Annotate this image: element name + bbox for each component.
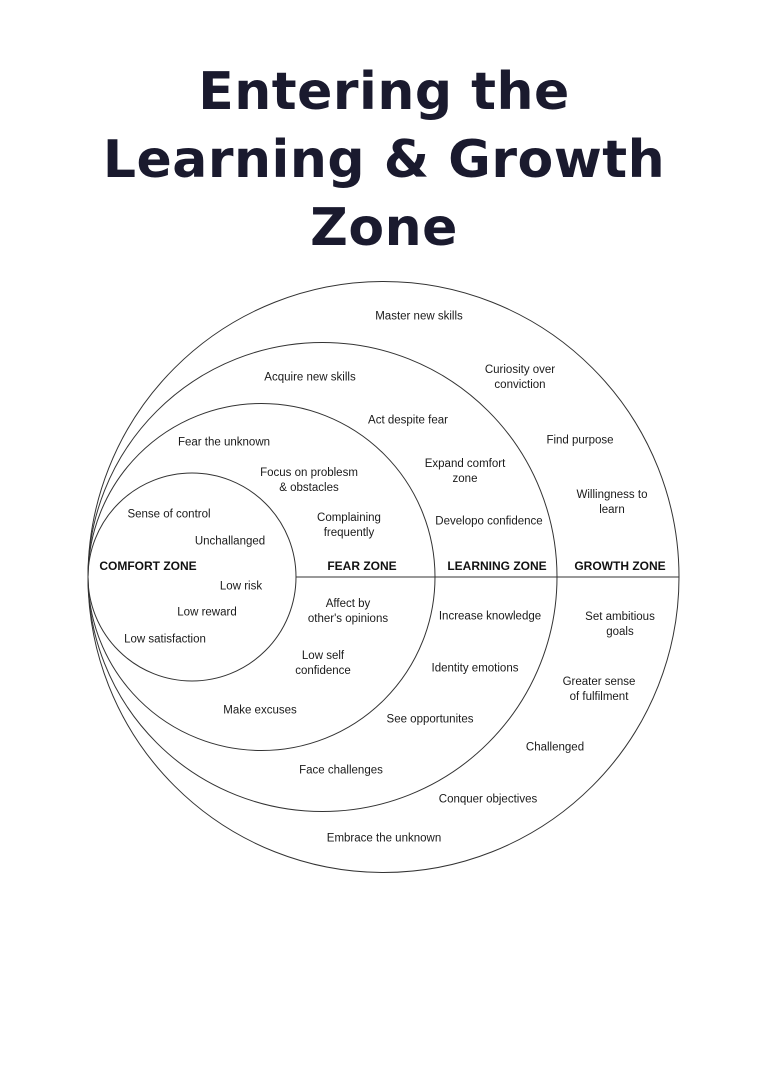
page-title: Entering the Learning & Growth Zone <box>0 58 768 262</box>
fear-item: Low self confidence <box>295 650 351 677</box>
fear-item: Complaining frequently <box>317 512 381 539</box>
comfort-item: Sense of control <box>127 508 211 521</box>
learning-item: Developo confidence <box>435 515 543 528</box>
comfort-item: Unchallanged <box>194 535 266 548</box>
comfort-item: Low reward <box>177 606 237 619</box>
growth-item: Curiosity over conviction <box>484 364 556 391</box>
growth-item: Find purpose <box>546 434 614 447</box>
learning-item: Acquire new skills <box>264 371 356 384</box>
growth-item: Greater sense of fulfilment <box>562 676 636 703</box>
title-line-2: Learning & Growth <box>102 130 666 190</box>
fear-item: Affect by other's opinions <box>307 598 389 625</box>
title-line-1: Entering the <box>198 62 570 122</box>
comfort-zone-circle <box>87 472 297 682</box>
fear-item: Focus on problesm & obstacles <box>260 467 358 494</box>
fear-item: Make excuses <box>223 704 297 717</box>
comfort-item: Low satisfaction <box>124 633 206 646</box>
growth-item: Master new skills <box>375 310 463 323</box>
fear-item: Fear the unknown <box>177 436 271 449</box>
learning-zone-label: LEARNING ZONE <box>447 559 547 573</box>
learning-item: See opportunites <box>386 713 474 726</box>
growth-item: Set ambitious goals <box>585 611 655 638</box>
learning-item: Act despite fear <box>368 414 448 427</box>
comfort-zone-label: COMFORT ZONE <box>99 559 197 573</box>
growth-item: Embrace the unknown <box>326 832 442 845</box>
fear-zone-label: FEAR ZONE <box>327 559 397 573</box>
comfort-item: Low risk <box>219 580 263 593</box>
learning-item: Expand comfort zone <box>424 458 506 485</box>
learning-item: Face challenges <box>299 764 383 777</box>
growth-item: Willingness to learn <box>576 489 648 516</box>
growth-zone-label: GROWTH ZONE <box>574 559 666 573</box>
growth-item: Conquer objectives <box>438 793 538 806</box>
growth-item: Challenged <box>525 741 585 754</box>
learning-item: Identity emotions <box>431 662 519 675</box>
learning-item: Increase knowledge <box>438 610 542 623</box>
title-line-3: Zone <box>310 198 458 258</box>
